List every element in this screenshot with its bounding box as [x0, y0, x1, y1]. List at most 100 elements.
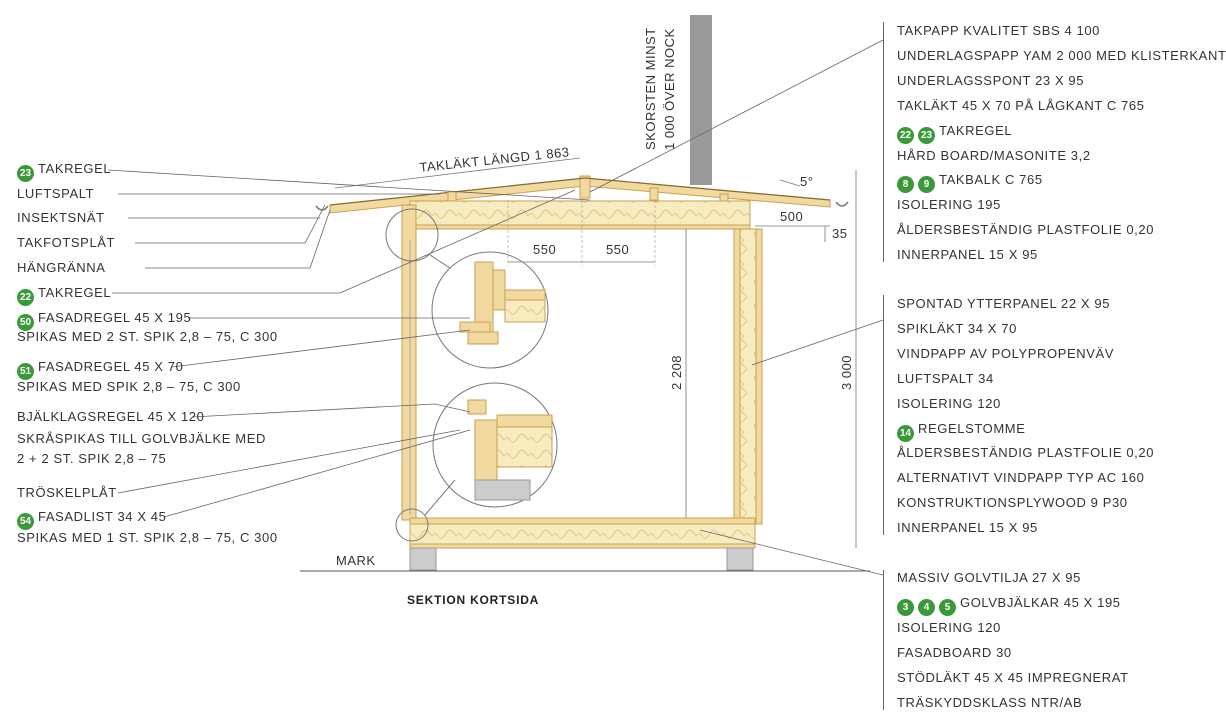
callout-text: STÖDLÄKT 45 X 45 IMPREGNERAT	[897, 669, 1129, 685]
callout-label: STÖDLÄKT 45 X 45 IMPREGNERAT	[897, 670, 1129, 686]
callout-text: INNERPANEL 15 X 95	[897, 520, 1038, 536]
detail-leader	[424, 479, 456, 516]
detail-insulation	[504, 299, 546, 323]
callout-text: ISOLERING 120	[897, 395, 1001, 411]
callout-label: TRÄSKYDDSKLASS NTR/AB	[897, 695, 1082, 711]
right-wall-inner	[733, 228, 741, 525]
callout-label: TAKPAPP KVALITET SBS 4 100	[897, 23, 1100, 39]
callout-text: MASSIV GOLVTILJA 27 X 95	[897, 570, 1081, 585]
callout-label: 2 + 2 ST. SPIK 2,8 – 75	[17, 451, 166, 467]
detail-beam	[504, 289, 546, 301]
floor-board-under	[409, 543, 756, 549]
item-number-badge: 9	[918, 176, 935, 194]
callout-text: FASADLIST 34 X 45	[38, 509, 167, 524]
drop-label: 35	[832, 226, 847, 241]
callout-text: TRÄSKYDDSKLASS NTR/AB	[897, 694, 1083, 710]
left-wall	[401, 204, 417, 521]
callout-text: TAKREGEL	[38, 285, 112, 300]
detail-foundation	[474, 479, 531, 501]
angle-label: 5°	[800, 174, 813, 189]
callout-text: SKRÅSPIKAS TILL GOLVBJÄLKE MED	[17, 431, 266, 446]
item-number-badges: 50	[17, 310, 38, 331]
callout-text: FASADREGEL 45 X 70	[38, 359, 184, 374]
callout-text: HÄNGRÄNNA	[17, 260, 106, 275]
callout-label: FASADBOARD 30	[897, 645, 1012, 661]
callout-text: FASADREGEL 45 X 195	[38, 310, 192, 325]
callout-label: SPONTAD YTTERPANEL 22 X 95	[897, 296, 1110, 312]
callout-text: ALTERNATIVT VINDPAPP TYP AC 160	[897, 470, 1145, 486]
wall-total-height-label: 3 000	[839, 355, 854, 390]
callout-label: LUFTSPALT	[17, 186, 94, 202]
callout-label: VINDPAPP AV POLYPROPENVÄV	[897, 346, 1114, 362]
detail-marker-sill	[395, 508, 429, 542]
detail-floorboard	[496, 414, 553, 428]
callout-label: ALTERNATIVT VINDPAPP TYP AC 160	[897, 470, 1144, 486]
detail-beam	[467, 331, 499, 345]
callout-text: ÅLDERSBESTÄNDIG PLASTFOLIE 0,20	[897, 445, 1155, 461]
right-wall-cladding	[755, 228, 763, 525]
item-number-badge: 22	[897, 126, 914, 144]
chimney	[690, 15, 712, 185]
callout-label: SPIKAS MED 2 ST. SPIK 2,8 – 75, C 300	[17, 329, 278, 345]
callout-text: KONSTRUKTIONSPLYWOOD 9 P30	[897, 495, 1128, 511]
callout-text: LUFTSPALT	[17, 186, 95, 201]
callout-text: UNDERLAGSPAPP YAM 2 000 MED KLISTERKANT	[897, 47, 1226, 63]
ceiling-panel	[409, 224, 751, 230]
item-number-badge: 23	[918, 126, 935, 144]
callout-label: UNDERLAGSPAPP YAM 2 000 MED KLISTERKANT	[897, 48, 1226, 64]
callout-text: REGELSTOMME	[918, 420, 1026, 436]
wall-group-bar	[883, 295, 884, 535]
callout-text: SPIKLÄKT 34 X 70	[897, 320, 1017, 336]
callout-text: FASADBOARD 30	[897, 644, 1012, 660]
right-leaders	[589, 39, 884, 576]
callout-label: HÅRD BOARD/MASONITE 3,2	[897, 148, 1091, 164]
item-number-badges: 22	[17, 285, 38, 306]
callout-label: LUFTSPALT 34	[897, 371, 994, 387]
callout-text: TRÖSKELPLÅT	[17, 485, 117, 500]
callout-text: SPIKAS MED SPIK 2,8 – 75, C 300	[17, 379, 241, 394]
overhang-label: 500	[780, 209, 803, 224]
callout-label: ISOLERING 195	[897, 197, 1001, 213]
callout-text: TAKLÄKT 45 X 70 PÅ LÅGKANT C 765	[897, 97, 1145, 113]
callout-label: INNERPANEL 15 X 95	[897, 247, 1038, 263]
callout-text: ISOLERING 120	[897, 619, 1001, 635]
callout-text: HÅRD BOARD/MASONITE 3,2	[897, 147, 1091, 163]
floor-insulation	[409, 523, 756, 545]
spacing-a-label: 550	[533, 242, 556, 257]
callout-text: TAKPAPP KVALITET SBS 4 100	[897, 23, 1100, 38]
callout-text: TAKBALK C 765	[939, 172, 1043, 188]
section-drawing: TAKLÄKT LÄNGD 1 863 5° 500 35 550 550 2 …	[107, 15, 884, 576]
callout-label: ISOLERING 120	[897, 620, 1001, 636]
floor-group-bar	[883, 570, 884, 710]
chimney-label-line2: 1 000 ÖVER NOCK	[662, 28, 677, 150]
roofing-felt-right	[584, 177, 831, 201]
item-number-badge: 4	[918, 598, 935, 616]
dim-angle-mark	[779, 179, 801, 187]
callout-text: INSEKTSNÄT	[17, 210, 105, 225]
callout-text: GOLVBJÄLKAR 45 X 195	[960, 594, 1121, 610]
callout-text: UNDERLAGSSPONT 23 X 95	[897, 72, 1085, 88]
left-gutter	[315, 205, 329, 211]
rafter-block	[649, 187, 659, 201]
right-gutter	[835, 201, 849, 207]
foundation-right	[726, 547, 754, 571]
item-number-badge: 54	[17, 513, 34, 530]
item-number-badges: 14	[897, 421, 918, 442]
floor-boards	[409, 517, 756, 525]
callout-text: INNERPANEL 15 X 95	[897, 247, 1038, 263]
item-number-badges: 54	[17, 509, 38, 530]
left-leaders	[107, 169, 591, 518]
callout-label: ÅLDERSBESTÄNDIG PLASTFOLIE 0,20	[897, 222, 1154, 238]
item-number-badge: 3	[897, 598, 914, 616]
callout-text: LUFTSPALT 34	[897, 370, 994, 386]
callout-text: TAKREGEL	[939, 122, 1013, 138]
callout-label: 54 FASADLIST 34 X 45	[17, 509, 166, 530]
callout-text: ÅLDERSBESTÄNDIG PLASTFOLIE 0,20	[897, 222, 1155, 238]
item-number-badges: 23	[17, 161, 38, 182]
dim-line-lath	[334, 157, 581, 189]
